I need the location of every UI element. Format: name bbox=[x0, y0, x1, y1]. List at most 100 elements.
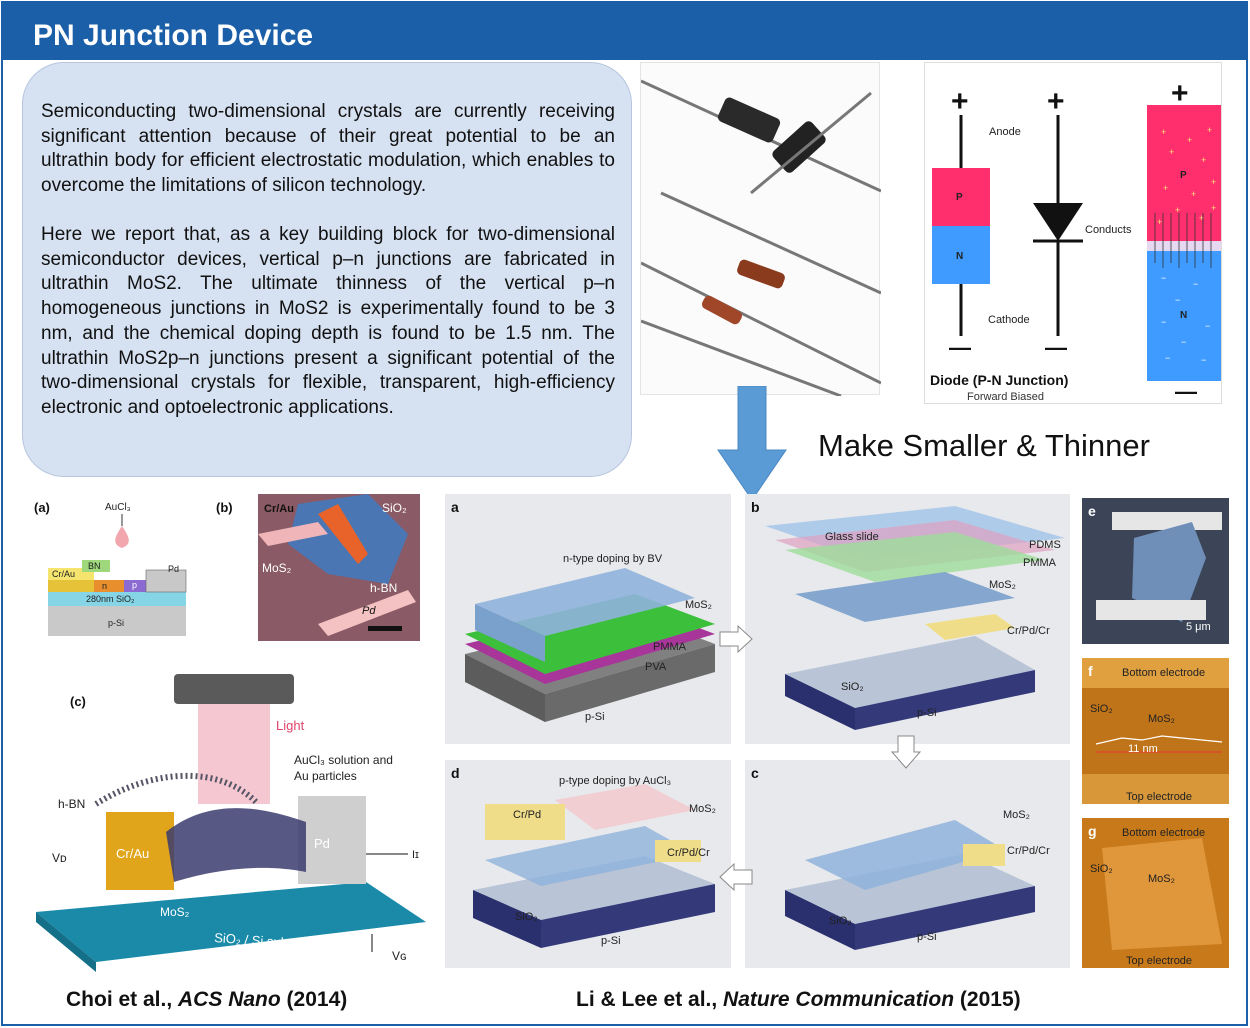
diode-photo-drawing bbox=[640, 79, 882, 398]
svg-text:Vᴅ: Vᴅ bbox=[52, 851, 67, 865]
svg-text:h-BN: h-BN bbox=[370, 581, 397, 595]
svg-text:+: + bbox=[1211, 177, 1216, 187]
svg-text:Bottom electrode: Bottom electrode bbox=[1122, 827, 1205, 839]
svg-text:e: e bbox=[1088, 503, 1096, 519]
svg-text:p-type doping by AuCl₃: p-type doping by AuCl₃ bbox=[559, 775, 671, 787]
svg-text:BN: BN bbox=[88, 561, 101, 571]
svg-text:PMMA: PMMA bbox=[1023, 557, 1057, 569]
svg-text:−: − bbox=[1201, 355, 1206, 365]
down-arrow-icon bbox=[717, 386, 787, 501]
li-panel-c: c MoS₂ Cr/Pd/Cr SiO₂ p-Si bbox=[745, 760, 1070, 968]
fig-b-label: (b) bbox=[216, 500, 233, 515]
minus-sign-3: — bbox=[1175, 379, 1197, 404]
svg-text:Cr/Pd/Cr: Cr/Pd/Cr bbox=[1007, 625, 1050, 637]
svg-text:SiO₂: SiO₂ bbox=[1090, 863, 1113, 875]
svg-text:+: + bbox=[1187, 135, 1192, 145]
svg-text:Top electrode: Top electrode bbox=[1126, 791, 1192, 803]
svg-text:Cr/Pd/Cr: Cr/Pd/Cr bbox=[667, 847, 710, 859]
choi-figure-c: (c) Light AuCl₃ solution and Au particle… bbox=[36, 672, 436, 972]
svg-text:Pd: Pd bbox=[314, 836, 330, 851]
n-region bbox=[932, 226, 990, 284]
cr-au-electrode bbox=[106, 812, 174, 890]
svg-text:h-BN: h-BN bbox=[58, 797, 85, 811]
aucl3-label: AuCl₃ bbox=[105, 502, 131, 513]
svg-text:+: + bbox=[1175, 205, 1180, 215]
svg-text:MoS₂: MoS₂ bbox=[989, 579, 1016, 591]
diode-symbol bbox=[1033, 203, 1083, 241]
down-step-arrow-icon bbox=[890, 735, 922, 769]
substrate-block bbox=[36, 882, 426, 962]
svg-text:MoS₂: MoS₂ bbox=[685, 599, 712, 611]
fig-c-label: (c) bbox=[70, 694, 86, 709]
svg-text:a: a bbox=[451, 499, 459, 515]
svg-text:PVA: PVA bbox=[645, 661, 667, 673]
svg-text:+: + bbox=[1191, 189, 1196, 199]
title-bar: PN Junction Device bbox=[3, 3, 1246, 60]
svg-text:d: d bbox=[451, 765, 460, 781]
svg-text:+: + bbox=[1157, 217, 1162, 227]
svg-text:Cr/Au: Cr/Au bbox=[116, 846, 149, 861]
right-arrow-icon bbox=[719, 624, 753, 654]
svg-text:n-type doping by BV: n-type doping by BV bbox=[563, 553, 663, 565]
cathode-minus-sign: — bbox=[949, 335, 971, 360]
minus-sign-2: — bbox=[1045, 335, 1067, 360]
diode-caption-sub: Forward Biased bbox=[967, 391, 1044, 403]
li-panel-a: a n-type doping by BV MoS₂ PMMA PVA p-Si bbox=[445, 494, 731, 744]
svg-text:−: − bbox=[1181, 337, 1186, 347]
svg-text:Pd: Pd bbox=[362, 605, 376, 617]
svg-text:−: − bbox=[1205, 321, 1210, 331]
svg-text:SiO₂: SiO₂ bbox=[841, 681, 864, 693]
svg-text:Cr/Au: Cr/Au bbox=[264, 503, 294, 515]
choi-figure-b: Cr/Au SiO₂ MoS₂ h-BN Pd bbox=[258, 494, 420, 641]
svg-text:+: + bbox=[1169, 147, 1174, 157]
svg-text:MoS₂: MoS₂ bbox=[1148, 873, 1175, 885]
svg-text:PMMA: PMMA bbox=[653, 641, 687, 653]
svg-text:Bottom electrode: Bottom electrode bbox=[1122, 667, 1205, 679]
svg-text:+: + bbox=[1163, 183, 1168, 193]
svg-text:Cr/Pd: Cr/Pd bbox=[513, 809, 541, 821]
svg-text:SiO₂: SiO₂ bbox=[515, 911, 538, 923]
choi-figure-a: (a) AuCl₃ Cr/Au BN n p Pd 280nm SiO₂ p-S… bbox=[32, 496, 202, 646]
svg-text:N: N bbox=[1180, 310, 1187, 321]
li-panel-b: b Glass slide PDMS PMMA MoS₂ Cr/Pd/Cr Si… bbox=[745, 494, 1070, 744]
slide-title: PN Junction Device bbox=[33, 19, 314, 52]
svg-text:p-Si: p-Si bbox=[917, 707, 937, 719]
svg-text:MoS₂: MoS₂ bbox=[1003, 809, 1030, 821]
droplet-icon bbox=[115, 526, 129, 548]
li-panel-d: d p-type doping by AuCl₃ Cr/Pd MoS₂ Cr/P… bbox=[445, 760, 731, 968]
svg-text:−: − bbox=[1161, 273, 1166, 283]
n-label: N bbox=[956, 251, 963, 262]
svg-text:p-Si: p-Si bbox=[585, 711, 605, 723]
svg-text:Top electrode: Top electrode bbox=[1126, 955, 1192, 967]
plus-sign-2: + bbox=[1047, 85, 1065, 118]
svg-text:+: + bbox=[1211, 203, 1216, 213]
svg-text:p-Si: p-Si bbox=[601, 935, 621, 947]
svg-text:+: + bbox=[1201, 155, 1206, 165]
svg-text:PDMS: PDMS bbox=[1029, 539, 1061, 551]
anode-label: Anode bbox=[989, 126, 1021, 138]
svg-text:p: p bbox=[132, 580, 137, 590]
abstract-paragraph-1: Semiconducting two-dimensional crystals … bbox=[41, 101, 615, 197]
svg-text:+: + bbox=[1161, 127, 1166, 137]
svg-text:SiO₂: SiO₂ bbox=[382, 501, 407, 515]
abstract-paragraph-2: Here we report that, as a key building b… bbox=[41, 224, 615, 418]
anode-plus-sign: + bbox=[951, 85, 969, 118]
svg-text:Cr/Au: Cr/Au bbox=[52, 569, 75, 579]
p-region bbox=[932, 168, 990, 226]
diode-caption-main: Diode (P-N Junction) bbox=[930, 372, 1068, 388]
svg-text:SiO₂: SiO₂ bbox=[829, 915, 852, 927]
svg-text:P: P bbox=[1180, 170, 1187, 181]
svg-text:11 nm: 11 nm bbox=[1128, 743, 1158, 755]
diode-photo bbox=[640, 62, 882, 398]
svg-text:MoS₂: MoS₂ bbox=[160, 905, 190, 919]
svg-text:280nm SiO₂: 280nm SiO₂ bbox=[86, 594, 135, 604]
plus-sign-3: + bbox=[1171, 77, 1189, 110]
svg-text:MoS₂: MoS₂ bbox=[1148, 713, 1175, 725]
micro-g: g Bottom electrode SiO₂ MoS₂ Top electro… bbox=[1082, 818, 1229, 968]
micro-e: e 5 μm bbox=[1082, 498, 1229, 644]
svg-text:Iɪ: Iɪ bbox=[412, 849, 419, 861]
svg-text:Light: Light bbox=[276, 718, 305, 733]
caption-li-lee: Li & Lee et al., Nature Communication (2… bbox=[576, 988, 1021, 1011]
svg-text:5 μm: 5 μm bbox=[1186, 621, 1211, 633]
